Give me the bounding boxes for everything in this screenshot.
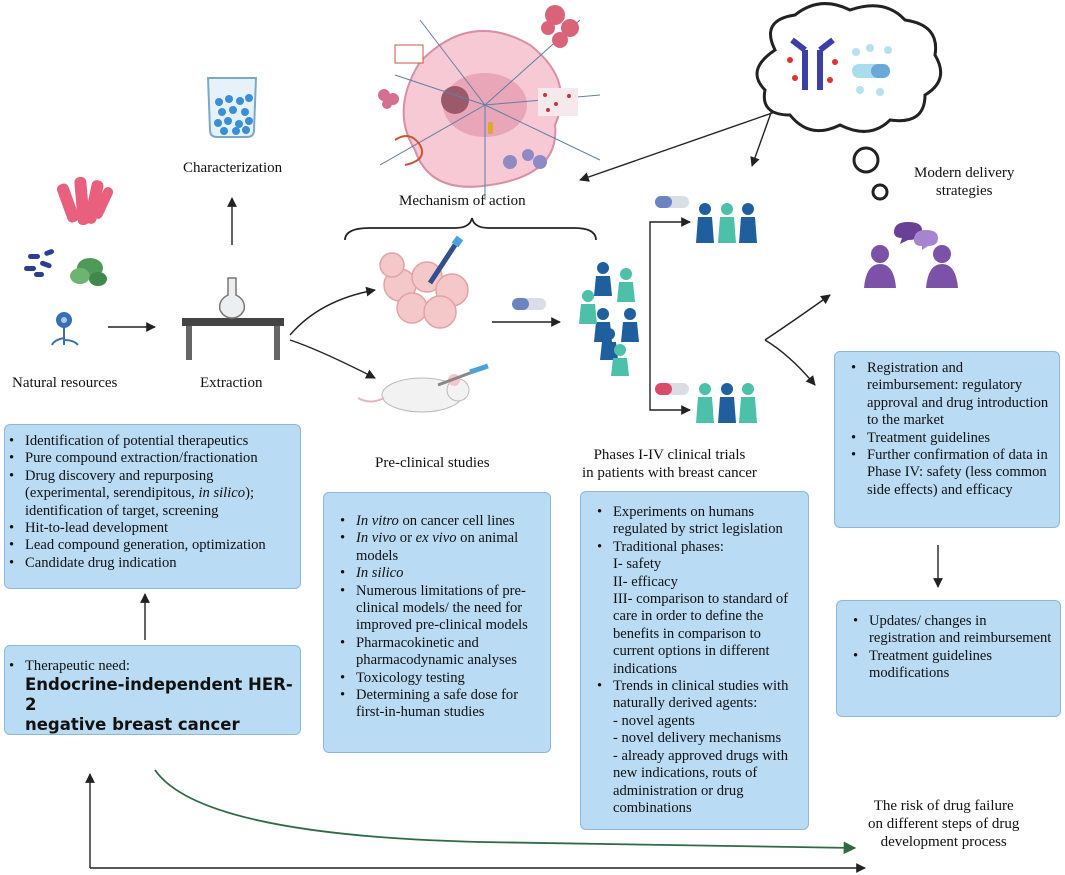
- phases-label-line2: in patients with breast cancer: [582, 465, 757, 481]
- preclinical-item: In silico: [340, 565, 544, 583]
- cell-culture-pipette-icon: [379, 235, 469, 329]
- thought-cloud-icon: [755, 2, 943, 201]
- phases-label: Phases I-IV clinical trials in patients …: [582, 446, 757, 482]
- capsule-icon: [655, 196, 689, 208]
- preclinical-item: In vivo or ex vivo on animal models: [340, 530, 544, 565]
- preclinical-item: Toxicology testing: [340, 670, 544, 688]
- risk-label-line3: development process: [880, 834, 1007, 850]
- risk-curve: [154, 769, 857, 855]
- updates-box: Updates/ changes in registration and rei…: [836, 600, 1061, 717]
- risk-label-line2: on different steps of drug: [868, 816, 1020, 832]
- mechanism-brace: [344, 217, 597, 241]
- patient-group-icon: [579, 262, 639, 376]
- flow-arrows: [85, 109, 943, 873]
- clinical-box: Experiments on humans regulated by stric…: [580, 491, 809, 830]
- modern-delivery-line1: Modern delivery: [914, 165, 1015, 181]
- therapeutic-need-item: Therapeutic need: Endocrine-independent …: [9, 658, 296, 735]
- discovery-item: Candidate drug indication: [9, 555, 296, 573]
- clinical-subitem: - novel delivery mechanisms: [613, 730, 782, 747]
- updates-item: Updates/ changes in registration and rei…: [853, 613, 1054, 648]
- phases-label-line1: Phases I-IV clinical trials: [593, 447, 746, 463]
- extraction-label: Extraction: [200, 375, 263, 391]
- antibody-icon: [787, 37, 838, 90]
- preclinical-italic: ex vivo: [415, 530, 457, 547]
- clinical-subitem: III- comparison to standard of care in o…: [613, 591, 789, 677]
- nanoparticle-capsule-icon: [852, 44, 892, 96]
- preclinical-text: on cancer cell lines: [398, 513, 515, 529]
- therapeutic-need-box: Therapeutic need: Endocrine-independent …: [4, 645, 301, 735]
- discovery-item-text: Drug discovery and repurposing: [25, 467, 214, 484]
- registration-item: Registration and reimbursement: regulato…: [851, 360, 1053, 430]
- registration-item: Further confirmation of data in Phase IV…: [851, 447, 1053, 499]
- discovery-item: Pure compound extraction/fractionation: [9, 450, 296, 468]
- preclinical-item: Pharmacokinetic and pharmacodynamic anal…: [340, 635, 544, 670]
- preclinical-text: on animal models: [356, 530, 519, 564]
- preclinical-item: Determining a safe dose for first-in-hum…: [340, 687, 544, 722]
- consultation-icon: [864, 222, 958, 288]
- preclinical-label: Pre-clinical studies: [375, 455, 490, 471]
- preclinical-item: Numerous limitations of pre-clinical mod…: [340, 583, 544, 635]
- flower-icon: [51, 312, 79, 346]
- lab-mouse-syringe-icon: [357, 363, 489, 413]
- preclinical-box: In vitro on cancer cell lines In vivo or…: [323, 492, 551, 753]
- bacteria-icon: [24, 249, 55, 277]
- characterization-label: Characterization: [183, 160, 283, 176]
- mechanism-label: Mechanism of action: [399, 193, 526, 209]
- natural-resources-label: Natural resources: [12, 375, 118, 391]
- preclinical-italic: In vitro: [356, 513, 399, 529]
- therapeutic-need-text: Therapeutic need:: [25, 658, 130, 674]
- clinical-subitem: - novel agents: [613, 712, 695, 729]
- clinical-subitem: II- efficacy: [613, 573, 678, 590]
- seaweed-icon: [56, 176, 114, 226]
- therapeutic-need-bold-line1: Endocrine-independent HER-2: [25, 675, 293, 715]
- discovery-item-text: (experimental, serendipitous,: [25, 485, 199, 502]
- clinical-subitem: I- safety: [613, 556, 662, 573]
- discovery-item: Hit-to-lead development: [9, 520, 296, 538]
- preclinical-italic: In vivo: [356, 530, 397, 547]
- discovery-item: Identification of potential therapeutics: [9, 433, 296, 451]
- risk-label: The risk of drug failure on different st…: [868, 797, 1019, 851]
- preclinical-item: In vitro on cancer cell lines: [340, 513, 544, 531]
- preclinical-italic: In silico: [356, 565, 404, 582]
- clinical-subitem: - already approved drugs with new indica…: [613, 747, 789, 816]
- capsule-icon: [655, 383, 689, 395]
- clinical-item: Experiments on humans regulated by stric…: [597, 504, 802, 539]
- discovery-item: Lead compound generation, optimization: [9, 537, 296, 555]
- capsule-icon: [512, 298, 546, 310]
- clinical-item: Traditional phases:: [597, 539, 802, 557]
- registration-box: Registration and reimbursement: regulato…: [834, 351, 1060, 528]
- beaker-beads-icon: [206, 77, 258, 138]
- registration-item: Treatment guidelines: [851, 430, 1053, 448]
- mint-leaf-icon: [70, 258, 107, 286]
- flask-on-table-icon: [182, 277, 284, 360]
- therapeutic-need-bold-line2: negative breast cancer: [25, 715, 240, 735]
- risk-label-line1: The risk of drug failure: [873, 798, 1014, 814]
- patient-group-icon: [696, 383, 757, 423]
- modern-delivery-label: Modern delivery strategies: [914, 164, 1014, 200]
- clinical-item: Trends in clinical studies with naturall…: [597, 678, 802, 713]
- updates-item: Treatment guidelines modifications: [853, 648, 1054, 683]
- modern-delivery-line2: strategies: [935, 183, 993, 199]
- discovery-item: Drug discovery and repurposing(experimen…: [9, 467, 296, 520]
- discovery-box: Identification of potential therapeutics…: [4, 424, 301, 589]
- patient-group-icon: [696, 203, 757, 243]
- preclinical-text: or: [396, 530, 416, 547]
- cancer-cell-icon: [378, 5, 601, 200]
- discovery-item-italic: in silico: [198, 485, 246, 502]
- discovery-item-text: ); identification of target, screening: [25, 485, 254, 519]
